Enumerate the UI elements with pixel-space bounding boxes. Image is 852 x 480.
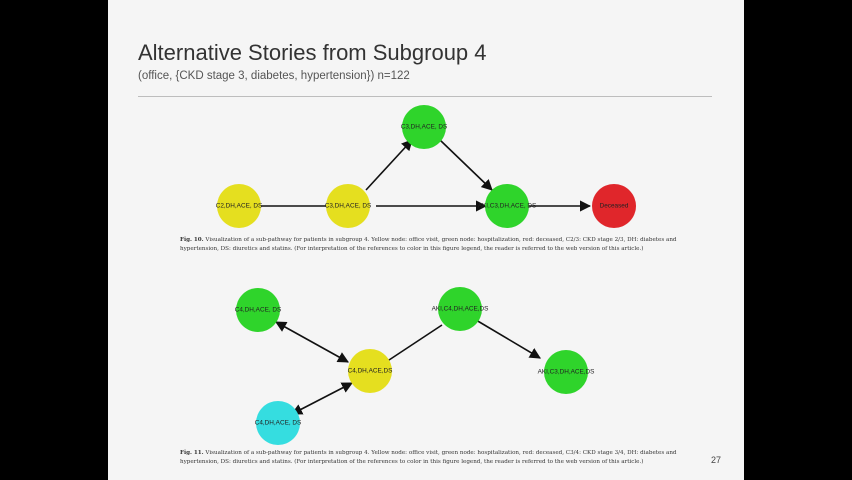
edge-c4-to-c4blue — [291, 382, 353, 415]
page-number: 27 — [711, 455, 722, 465]
node-circle — [236, 288, 280, 332]
node-circle — [438, 287, 482, 331]
slide-subtitle: (office, {CKD stage 3, diabetes, hyperte… — [138, 70, 410, 82]
node-label: C4,DH,ACE,DS — [348, 368, 393, 375]
figures-canvas: C2,DH,ACE, DS C3,DH,ACE, DS C3,DH,ACE, D… — [216, 105, 636, 445]
figure11-node-aki3: AKI,C3,DH,ACE,DS — [538, 350, 595, 394]
figure11-node-aki4: AKI,C4,DH,ACE,DS — [432, 287, 489, 331]
figure10-caption: Fig. 10. Visualization of a sub-pathway … — [180, 236, 678, 253]
slide: Alternative Stories from Subgroup 4 (off… — [108, 0, 744, 480]
node-circle — [256, 401, 300, 445]
slide-title: Alternative Stories from Subgroup 4 — [138, 40, 487, 65]
node-circle — [348, 349, 392, 393]
node-label: C4,DH,ACE, DS — [235, 307, 282, 314]
figure10-node-deceased: Deceased — [592, 184, 636, 228]
title-divider — [138, 96, 712, 97]
node-label: C2,DH,ACE, DS — [216, 203, 263, 210]
node-circle — [217, 184, 261, 228]
figure11-node-c4-hospital: C4,DH,ACE, DS — [235, 288, 282, 332]
node-circle — [326, 184, 370, 228]
node-label: AKI,C4,DH,ACE,DS — [432, 306, 489, 313]
figure10-caption-prefix: Fig. 10. — [180, 237, 204, 243]
edge-c3green-to-aki — [439, 139, 493, 191]
edge-c4-to-aki4 — [385, 324, 443, 363]
figure10-edges — [260, 139, 592, 212]
figure11-caption: Fig. 11. Visualization of a sub-pathway … — [180, 449, 678, 466]
figure10-node-aki: AKI,C3,DH,ACE, DS — [478, 184, 537, 228]
figure10-node-c3-hospital: C3,DH,ACE, DS — [401, 105, 448, 149]
figure11-node-c4-office: C4,DH,ACE,DS — [348, 349, 393, 393]
edge-c4green-to-c4 — [275, 321, 349, 363]
figure10-caption-text: Visualization of a sub-pathway for patie… — [180, 237, 677, 252]
node-label: AKI,C3,DH,ACE,DS — [538, 369, 595, 376]
node-circle — [544, 350, 588, 394]
node-circle — [402, 105, 446, 149]
node-label: AKI,C3,DH,ACE, DS — [478, 203, 537, 210]
figure11-caption-prefix: Fig. 11. — [180, 450, 204, 456]
figure11-edges — [275, 319, 541, 415]
figure10-node-c2: C2,DH,ACE, DS — [216, 184, 263, 228]
figure11-caption-text: Visualization of a sub-pathway for patie… — [180, 450, 677, 465]
node-label: C3,DH,ACE, DS — [401, 124, 448, 131]
node-label: C3,DH,ACE, DS — [325, 203, 372, 210]
node-circle — [592, 184, 636, 228]
edge-c3-to-c3green — [365, 139, 413, 191]
edge-aki4-to-aki3 — [475, 319, 541, 359]
node-label: Deceased — [600, 203, 629, 210]
figure11-node-c4-other: C4,DH,ACE, DS — [255, 401, 302, 445]
figure10-node-c3: C3,DH,ACE, DS — [325, 184, 372, 228]
node-label: C4,DH,ACE, DS — [255, 420, 302, 427]
node-circle — [485, 184, 529, 228]
